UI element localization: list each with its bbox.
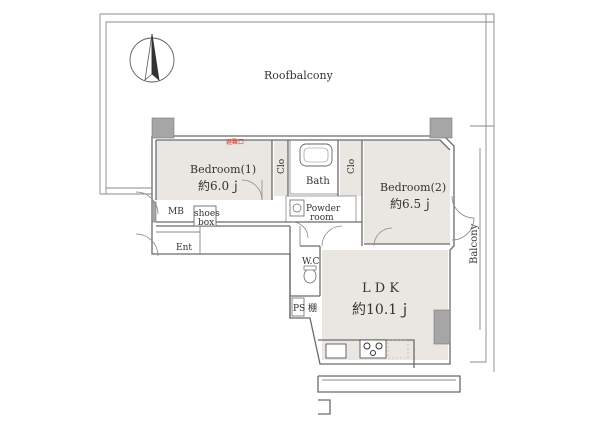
- closet2-label: Clo: [347, 159, 357, 174]
- structural-pillars: [151, 117, 453, 345]
- entrance-label: Ent: [176, 243, 192, 253]
- closet1-label: Clo: [277, 159, 287, 174]
- bedroom2-name: Bedroom(2): [380, 181, 446, 194]
- bathtub: [299, 143, 333, 167]
- north-arrow-icon: [129, 33, 175, 83]
- shoes-box-line2: box: [198, 218, 214, 228]
- fire-escape-note: 避難口: [226, 138, 244, 146]
- doors: [135, 179, 475, 257]
- ldk-floor: [322, 250, 448, 360]
- mb-label: MB: [168, 207, 184, 217]
- shoes-box-line1: shoes: [194, 209, 220, 219]
- bedroom1-floor: [156, 140, 272, 200]
- closet2-floor: [340, 140, 362, 196]
- bedroom1-size: 約6.0ｊ: [198, 178, 241, 193]
- ldk-name: L D K: [362, 281, 399, 296]
- balcony-label: Balcony: [469, 223, 480, 264]
- roof-balcony: [99, 13, 495, 195]
- ps-box: [291, 297, 305, 317]
- bedroom1-name: Bedroom(1): [190, 163, 256, 176]
- bedroom2-floor: [364, 140, 450, 244]
- ps-label: PS: [293, 304, 305, 314]
- ldk-size: 約10.1ｊ: [352, 302, 411, 318]
- interior-walls: [156, 140, 450, 318]
- shoes-box: [193, 205, 217, 227]
- closet1-floor: [274, 140, 288, 196]
- powder-room-line1: Powder: [306, 204, 341, 214]
- exterior-walls: [151, 135, 455, 365]
- wc-label: W.C: [302, 257, 320, 267]
- shelf-label: 棚: [308, 302, 317, 314]
- washbasin: [289, 199, 305, 217]
- kitchen-stove-icon: [325, 339, 409, 359]
- roof-balcony-label: Roofbalcony: [264, 69, 334, 82]
- toilet: [303, 265, 317, 284]
- bath-label: Bath: [306, 176, 330, 187]
- kitchen-counter: [317, 339, 461, 415]
- balcony: [470, 125, 495, 372]
- powder-room-line2: room: [310, 213, 334, 223]
- bedroom2-size: 約6.5ｊ: [390, 196, 433, 211]
